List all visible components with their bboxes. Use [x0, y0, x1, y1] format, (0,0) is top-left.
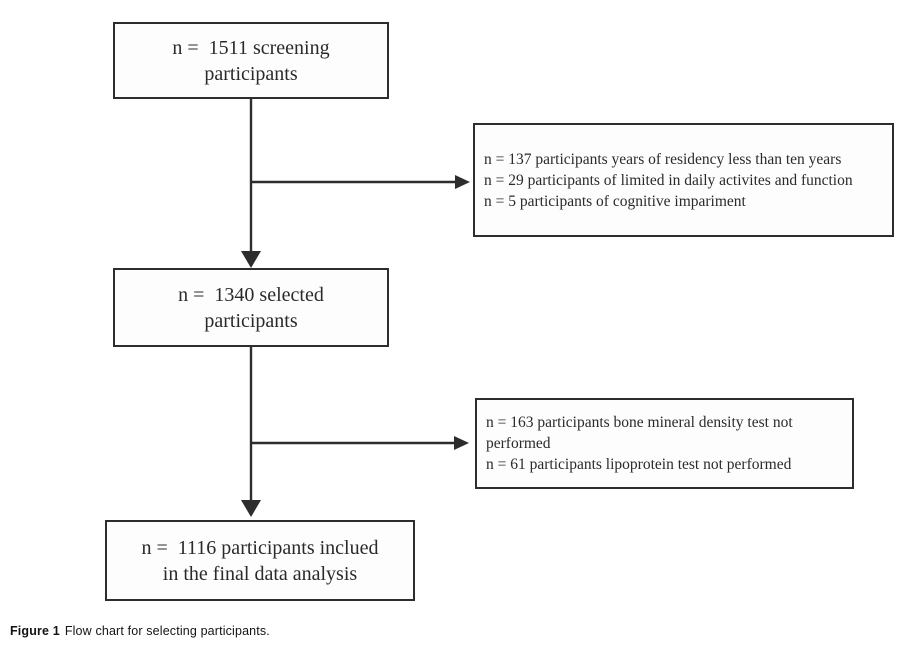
arrow-right-icon — [455, 175, 470, 189]
box-text-line: n = 137 participants years of residency … — [484, 150, 842, 168]
box-text-line: n = 29 participants of limited in daily … — [484, 171, 853, 189]
figure-caption-label: Figure 1 — [10, 624, 60, 638]
box-text-line: in the final data analysis — [162, 562, 358, 585]
figure-caption: Figure 1 Flow chart for selecting partici… — [10, 624, 270, 638]
box-text-line: participants — [204, 62, 298, 85]
box-text-line: participants — [204, 309, 298, 332]
exclusion-box-1: n = 137 participants years of residency … — [473, 123, 894, 237]
box-text-line: performed — [486, 435, 551, 452]
final-analysis-box: n = 1116 participants inclued in the fin… — [105, 520, 415, 601]
box-text-line: n = 5 participants of cognitive imparime… — [484, 192, 746, 210]
box-text-line: n = 163 participants bone mineral densit… — [486, 414, 793, 431]
box-text-line: n = 61 participants lipoprotein test not… — [486, 456, 792, 473]
figure-caption-text: Flow chart for selecting participants. — [64, 624, 270, 638]
screening-participants-box: n = 1511 screening participants — [113, 22, 389, 99]
arrow-down-icon — [241, 500, 261, 517]
exclusion-box-2: n = 163 participants bone mineral densit… — [475, 398, 854, 489]
box-text-line: n = 1116 participants inclued — [141, 536, 379, 559]
arrow-down-icon — [241, 251, 261, 268]
selected-participants-box: n = 1340 selected participants — [113, 268, 389, 347]
arrow-right-icon — [454, 436, 469, 450]
box-text-line: n = 1511 screening — [172, 36, 330, 59]
box-text-line: n = 1340 selected — [178, 283, 324, 306]
